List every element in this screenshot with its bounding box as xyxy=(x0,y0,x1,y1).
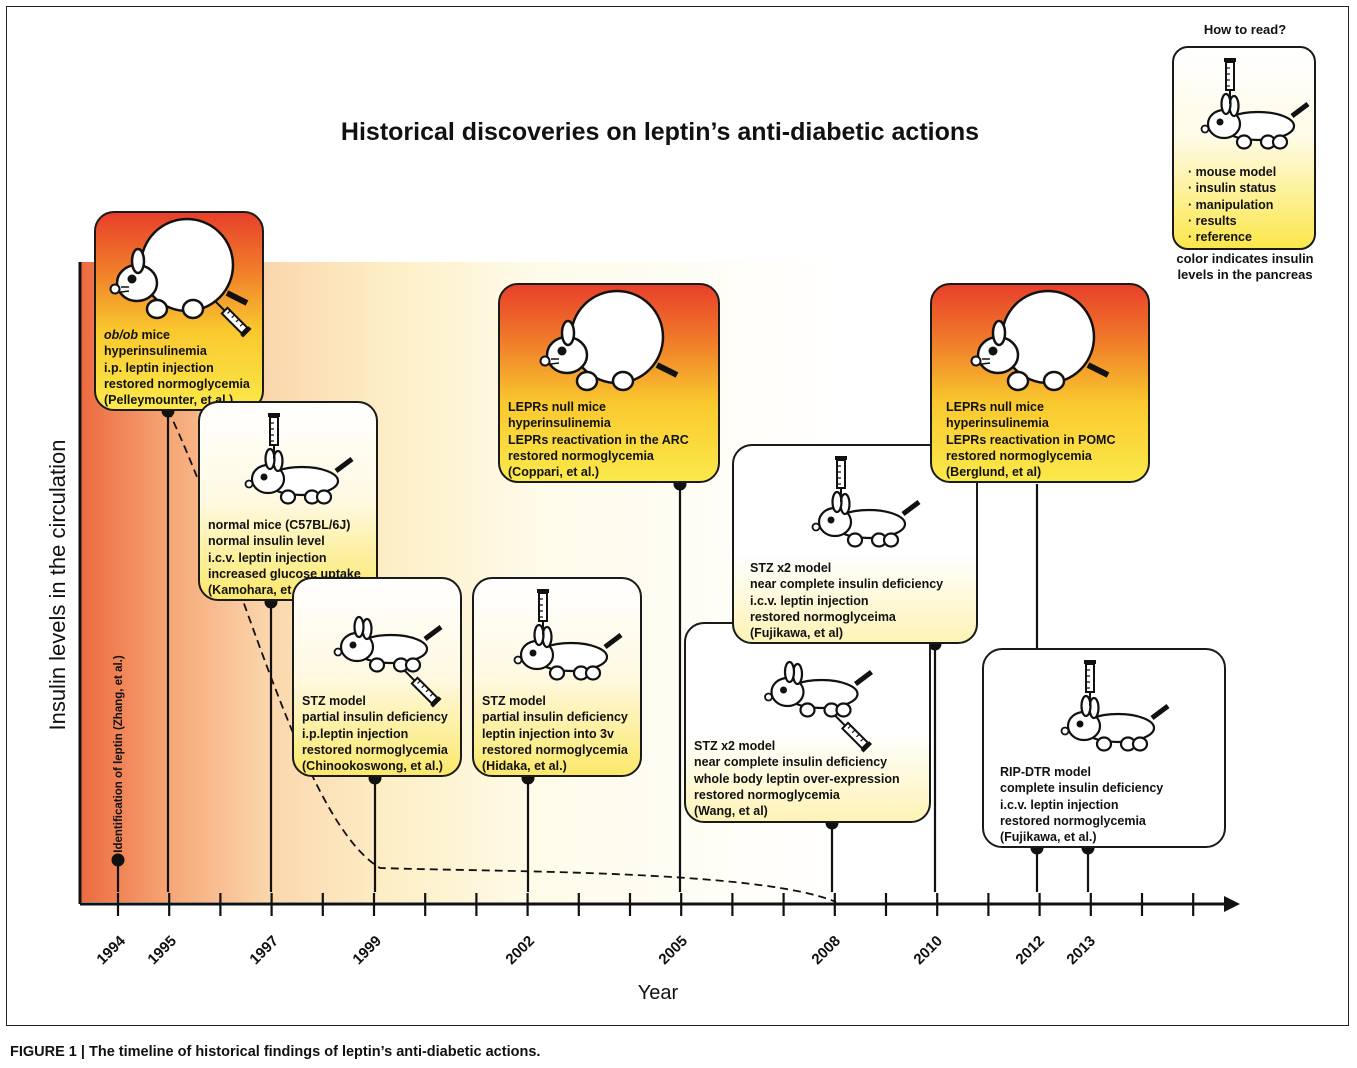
finding-card-2005: LEPRs null mice hyperinsulinemia LEPRs r… xyxy=(498,283,720,483)
finding-reference: (Wang, et al) xyxy=(694,804,768,819)
syringe-icon xyxy=(268,413,280,459)
legend-item: · manipulation xyxy=(1188,197,1274,212)
finding-reference: (Pelleymounter, et al.) xyxy=(104,393,234,408)
legend-item: · insulin status xyxy=(1188,181,1277,196)
finding-insulin: partial insulin deficiency xyxy=(482,710,628,725)
finding-card-2013: RIP-DTR model complete insulin deficienc… xyxy=(982,648,1226,848)
finding-insulin: normal insulin level xyxy=(208,534,325,549)
finding-model: ob/ob mice xyxy=(104,328,170,342)
legend-items: · mouse model · insulin status · manipul… xyxy=(1188,164,1276,245)
finding-insulin: hyperinsulinemia xyxy=(508,416,611,431)
legend-heading: How to read? xyxy=(1203,22,1287,37)
finding-model: STZ model xyxy=(482,694,546,708)
syringe-icon xyxy=(835,456,847,502)
finding-manipulation: i.c.v. leptin injection xyxy=(750,593,869,608)
finding-card-2012: LEPRs null mice hyperinsulinemia LEPRs r… xyxy=(930,283,1150,483)
finding-model: STZ x2 model xyxy=(750,561,832,575)
finding-card-1999: STZ model partial insulin deficiency i.p… xyxy=(292,577,462,777)
obese-mouse-icon xyxy=(109,217,252,338)
finding-model: LEPRs null mice xyxy=(946,400,1044,414)
rip-dtr-mouse-icon xyxy=(1060,660,1170,752)
x-axis-arrowhead xyxy=(1224,896,1240,912)
finding-result: restored normoglycemia xyxy=(482,742,628,757)
finding-insulin: partial insulin deficiency xyxy=(302,710,448,725)
leptin-identification-label: Identification of leptin (Zhang, et al.) xyxy=(113,655,125,853)
finding-insulin: near complete insulin deficiency xyxy=(694,755,888,770)
finding-reference: (Hidaka, et al.) xyxy=(482,759,567,774)
x-axis-label: Year xyxy=(637,982,679,1004)
finding-result: restored normoglycemia xyxy=(508,448,654,463)
finding-insulin: complete insulin deficiency xyxy=(1000,781,1164,796)
obese-mouse-icon xyxy=(539,289,679,392)
legend-mouse-icon xyxy=(1200,58,1310,150)
finding-insulin: near complete insulin deficiency xyxy=(750,577,944,592)
finding-card-2008: STZ x2 model near complete insulin defic… xyxy=(684,622,931,823)
obese-mouse-icon xyxy=(970,289,1110,392)
finding-manipulation: i.c.v. leptin injection xyxy=(1000,797,1119,812)
stz-mouse-icon xyxy=(513,589,623,681)
syringe-icon xyxy=(214,300,252,338)
x-axis-ticks xyxy=(116,893,1195,916)
finding-result: restored normoglycemia xyxy=(946,448,1092,463)
finding-manipulation: LEPRs reactivation in POMC xyxy=(946,432,1116,447)
finding-reference: (Fujikawa, et al.) xyxy=(1000,830,1097,845)
finding-manipulation: leptin injection into 3v xyxy=(482,726,614,741)
legend-note: color indicates insulin levels in the pa… xyxy=(1176,251,1314,282)
finding-model: STZ x2 model xyxy=(694,739,776,753)
stz-mouse-icon xyxy=(811,456,921,548)
legend-item: · mouse model xyxy=(1188,165,1277,179)
finding-result: restored normoglycemia xyxy=(302,742,448,757)
stz-mouse-icon xyxy=(333,615,443,708)
normal-mouse-icon xyxy=(244,413,354,505)
finding-insulin: hyperinsulinemia xyxy=(946,416,1049,431)
finding-reference: (Fujikawa, et al) xyxy=(750,626,844,641)
timeline-dot xyxy=(111,853,125,867)
finding-reference: (Berglund, et al) xyxy=(946,465,1042,480)
syringe-icon xyxy=(834,715,873,753)
finding-model: RIP-DTR model xyxy=(1000,765,1091,779)
finding-model: normal mice (C57BL/6J) xyxy=(208,518,351,532)
syringe-icon xyxy=(1084,660,1096,706)
finding-model: LEPRs null mice xyxy=(508,400,606,414)
syringe-icon xyxy=(1224,58,1236,104)
figure-caption: FIGURE 1 | The timeline of historical fi… xyxy=(10,1044,541,1060)
finding-card-1997: normal mice (C57BL/6J) normal insulin le… xyxy=(198,401,378,601)
legend-item: · results xyxy=(1188,213,1237,228)
finding-manipulation: i.p.leptin injection xyxy=(302,726,409,741)
finding-manipulation: LEPRs reactivation in the ARC xyxy=(508,432,689,447)
legend-card: · mouse model · insulin status · manipul… xyxy=(1172,46,1316,250)
legend-item: · reference xyxy=(1188,230,1252,245)
finding-result: restored normoglycemia xyxy=(104,376,250,391)
stz-mouse-icon xyxy=(764,660,873,753)
finding-manipulation: i.c.v. leptin injection xyxy=(208,550,327,565)
finding-model: STZ model xyxy=(302,694,366,708)
finding-insulin: hyperinsulinemia xyxy=(104,344,207,359)
finding-result: restored normoglyceima xyxy=(750,609,896,624)
finding-card-1995: ob/ob mice hyperinsulinemia i.p. leptin … xyxy=(94,211,264,411)
syringe-icon xyxy=(404,670,442,708)
y-axis-label: Insulin levels in the circulation xyxy=(45,439,70,731)
finding-card-2002: STZ model partial insulin deficiency lep… xyxy=(472,577,642,777)
finding-manipulation: whole body leptin over-expression xyxy=(694,771,900,786)
finding-result: restored normoglycemia xyxy=(694,787,840,802)
figure-title: Historical discoveries on leptin’s anti-… xyxy=(340,118,980,146)
finding-manipulation: i.p. leptin injection xyxy=(104,360,214,375)
finding-reference: (Kamohara, et al.) xyxy=(208,583,313,598)
syringe-icon xyxy=(537,589,549,635)
finding-result: restored normoglycemia xyxy=(1000,813,1146,828)
finding-reference: (Coppari, et al.) xyxy=(508,465,599,480)
finding-reference: (Chinookoswong, et al.) xyxy=(302,759,443,774)
